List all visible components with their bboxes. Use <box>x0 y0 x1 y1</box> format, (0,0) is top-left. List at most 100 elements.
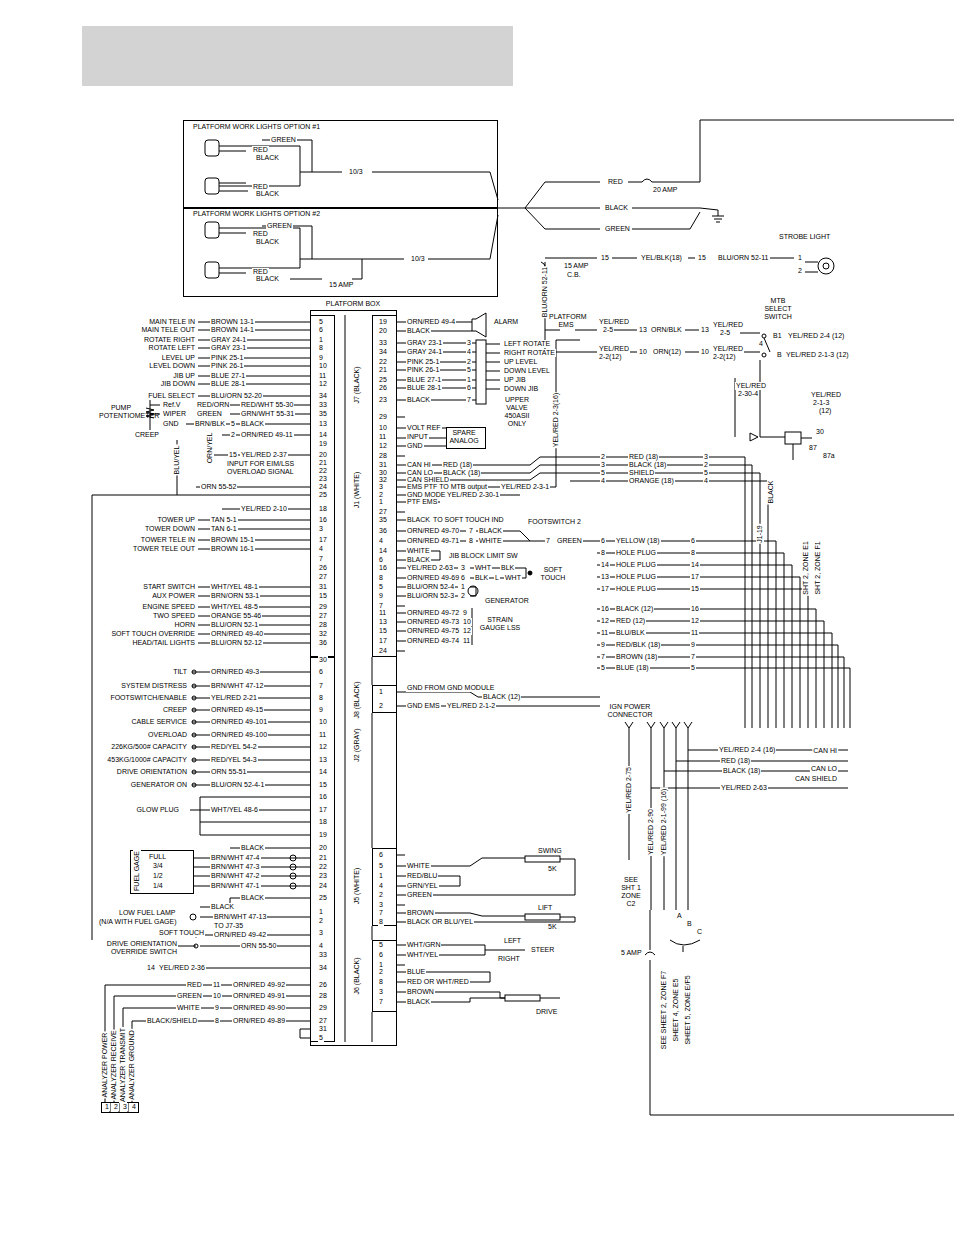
wire-label: GREEN <box>556 537 583 545</box>
wire-label: INPUT FOR EIM/LSS OVERLOAD SIGNAL <box>226 460 304 476</box>
wire-label: FUEL SELECT <box>147 392 196 400</box>
pin-number: 15 <box>318 781 328 789</box>
component-box: PLATFORM WORK LIGHTS OPTION #1 <box>183 120 498 208</box>
pin-number: 14 <box>690 561 700 569</box>
box-text: 1/2 <box>152 872 164 880</box>
wire-label: (12) <box>818 407 832 415</box>
pin-number: 26 <box>318 981 328 989</box>
wire-label: 2-30-4 <box>737 390 759 398</box>
wire-label: YEL/RED 2-63 <box>406 564 454 572</box>
wire-label: BLU/ORN 52-20 <box>210 392 263 400</box>
wire-label: BROWN 14-1 <box>210 326 255 334</box>
wire-label: YEL/RED 2-1-99 (16) <box>660 788 668 857</box>
wire-label: BLU/ORN 52-3 <box>406 592 455 600</box>
wire-label: 5K <box>547 923 558 931</box>
pin-number: 13 <box>318 420 328 428</box>
pin-number: 26 <box>378 384 388 392</box>
pin-number: 4 <box>703 477 709 485</box>
wire-label: YEL/RED 2-37 <box>240 451 288 459</box>
wire-label: BLACK <box>255 238 280 246</box>
pin-number: 17 <box>318 806 328 814</box>
pin-number: 16 <box>378 564 388 572</box>
pin-number: 23 <box>318 475 328 483</box>
pin-number: 12 <box>378 442 388 450</box>
pin-number: 33 <box>318 951 328 959</box>
wire-label: ORN 55-50 <box>240 942 277 950</box>
wire-label: GENERATOR ON <box>130 781 188 789</box>
pin-number: 15 <box>690 585 700 593</box>
pin-number: 11 <box>462 637 471 645</box>
wire-label: YELLOW (18) <box>615 537 661 545</box>
wire-label: BLU/BLK <box>615 629 646 637</box>
pin-number: 22 <box>318 467 328 475</box>
wire-label: YEL/BLK(18) <box>640 254 683 262</box>
wire-label: GRAY 24-1 <box>210 336 247 344</box>
pin-number: 3 <box>703 453 709 461</box>
pin-number: 6 <box>378 951 384 959</box>
wire-label: LEVEL DOWN <box>148 362 196 370</box>
wire-label: ENGINE SPEED <box>141 603 196 611</box>
wire-label: J1-19 <box>756 524 764 544</box>
wire-label: GREEN <box>270 136 297 144</box>
wire-label: BLACK <box>210 903 235 911</box>
wire-label: 2-5 <box>602 326 614 334</box>
pin-number: 29 <box>318 1004 328 1012</box>
wire-label: ORN/BLK <box>650 326 683 334</box>
wire-label: WHT/YEL 48-6 <box>210 806 259 814</box>
pin-number: 15 <box>318 592 328 600</box>
wire-label: YEL/RED 2-36 <box>158 964 206 972</box>
pin-number: 34 <box>318 392 328 400</box>
wire-label: GREEN <box>176 992 203 1000</box>
wire-label: WHITE <box>176 1004 201 1012</box>
pin-number: 10 <box>700 348 710 356</box>
wire-label: YEL/RED 2-1-3 (12) <box>785 351 850 359</box>
wire-label: BROWN (18) <box>615 653 658 661</box>
wire-label: HOLE PLUG <box>615 573 657 581</box>
wire-label: BRN/WHT 47-1 <box>210 882 261 890</box>
pin-number: 20 <box>318 451 328 459</box>
wire-label: BLACK <box>240 894 265 902</box>
pin-number: 17 <box>600 585 610 593</box>
pin-number: 9 <box>600 641 606 649</box>
pin-number: 8 <box>378 978 384 986</box>
wire-label: TOWER TELE OUT <box>132 545 196 553</box>
pin-number: 6 <box>378 851 384 859</box>
wire-label: ORN/RED 49-70 <box>406 527 460 535</box>
pin-number: 10 <box>638 348 648 356</box>
wire-label: ORN/RED 49-71 <box>406 537 460 545</box>
wire-label: ANALYZER RECEIVE <box>110 1029 118 1100</box>
wire-label: ORN 55-51 <box>210 768 247 776</box>
pin-number: 36 <box>378 527 388 535</box>
pin-number: 1 <box>378 688 384 696</box>
pin-number: 4 <box>758 340 764 348</box>
pin-number: 18 <box>318 505 328 513</box>
wire-label: BLACK <box>406 998 431 1006</box>
pin-number: 16 <box>318 793 328 801</box>
pin-number: 27 <box>318 573 328 581</box>
pin-number: 87 <box>808 444 818 452</box>
pin-number: 11 <box>600 629 609 637</box>
wire-label: GRN/WHT 55-31 <box>240 410 295 418</box>
wire-label: BROWN 15-1 <box>210 536 255 544</box>
component-box: FUEL GAGEFULL3/41/21/4 <box>130 850 194 894</box>
pin-number: 10 <box>318 362 328 370</box>
pin-number: 6 <box>318 326 324 334</box>
wire-label: BLACK/SHIELD <box>146 1017 198 1025</box>
wire-label: BLK <box>474 574 489 582</box>
wire-label: 20 AMP <box>652 186 679 194</box>
pin-number: 11 <box>318 731 327 739</box>
pin-number: 9 <box>378 592 384 600</box>
wire-label: A <box>676 912 683 920</box>
wire-label: BLUE 28-1 <box>210 380 246 388</box>
wire-label: ANALYZER GROUND <box>128 1029 136 1101</box>
wire-label: RED/ORN <box>196 401 230 409</box>
wire-label: UPPER VALVE 450ASII ONLY <box>495 396 539 428</box>
wire-label: RED OR WHT/RED <box>406 978 470 986</box>
wire-label: RIGHT <box>497 955 521 963</box>
pin-number: 4 <box>318 545 324 553</box>
wire-label: ORN/RED 49-3 <box>210 668 260 676</box>
wire-label: GREEN <box>266 222 293 230</box>
wire-label: LEFT <box>503 937 522 945</box>
wire-label: SOFT TOUCH <box>158 929 205 937</box>
wire-label: DRIVE <box>535 1008 558 1016</box>
